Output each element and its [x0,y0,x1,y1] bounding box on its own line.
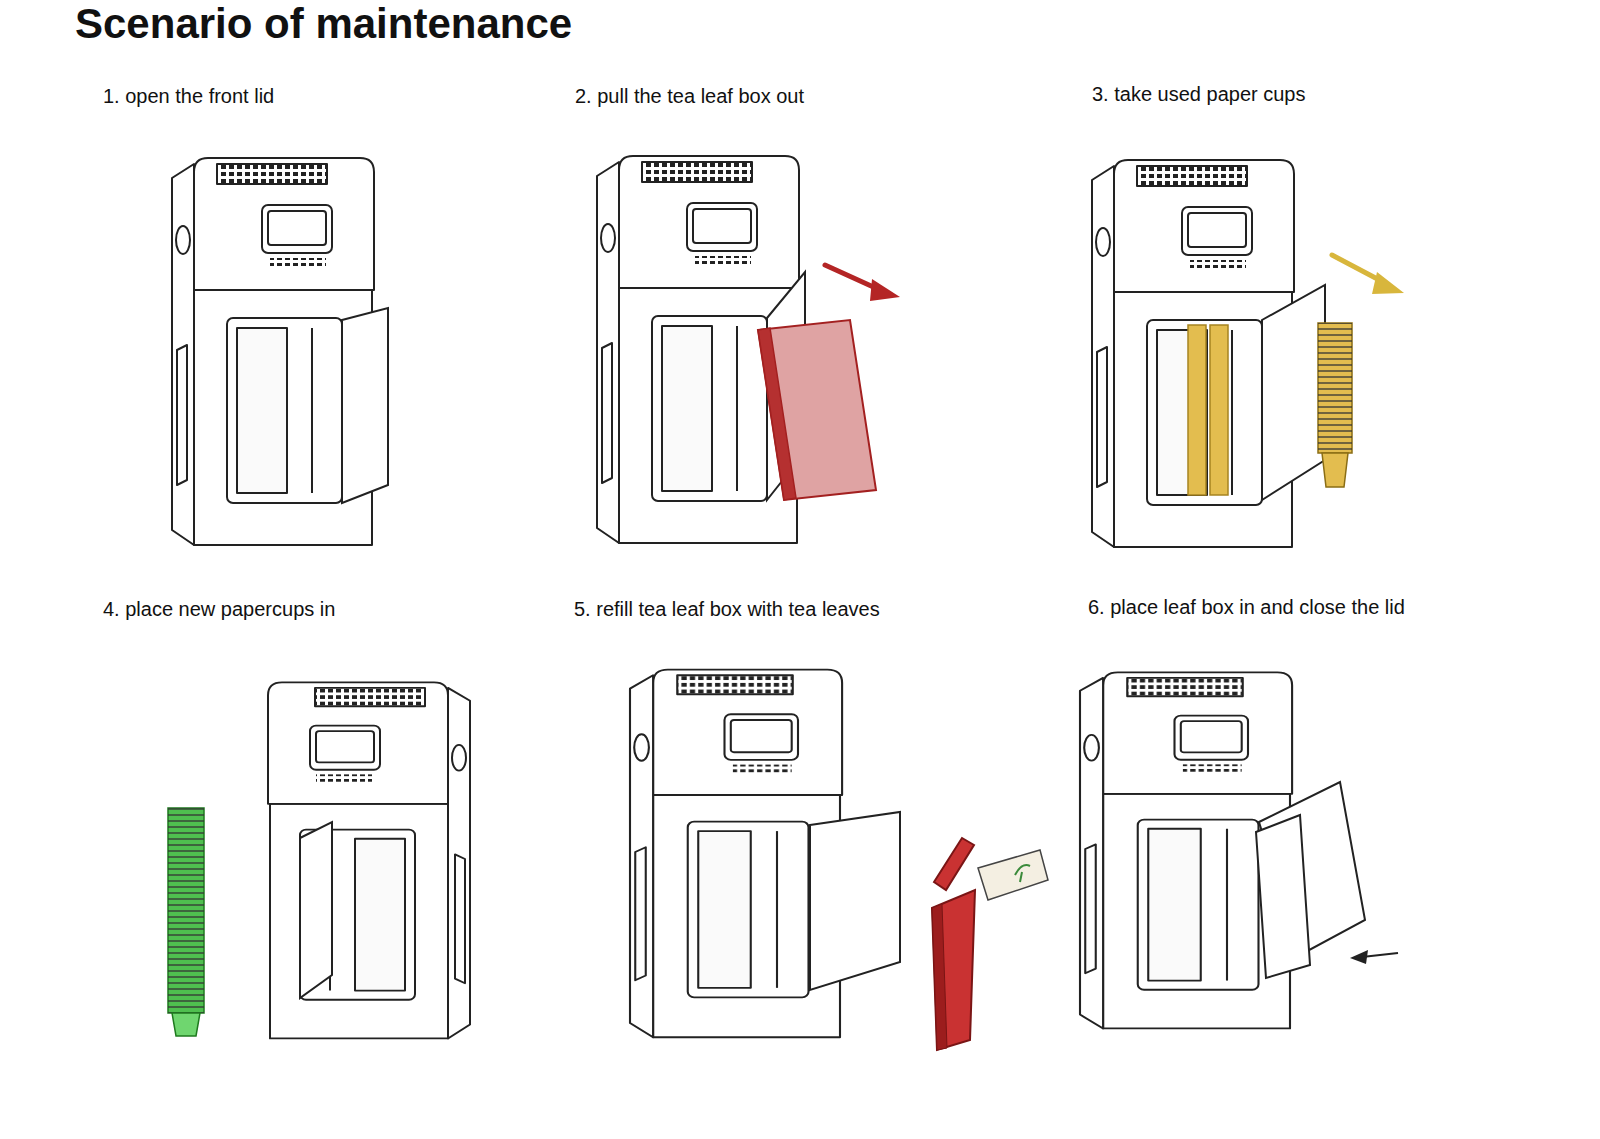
step-label: 1. open the front lid [103,84,274,108]
step-label: 6. place leaf box in and close the lid [1088,595,1405,619]
page-title: Scenario of maintenance [75,1,572,47]
step-label: 5. refill tea leaf box with tea leaves [574,597,880,621]
step-label: 2. pull the tea leaf box out [575,84,804,108]
step-label: 4. place new papercups in [103,597,335,621]
step-label: 3. take used paper cups [1092,82,1305,106]
